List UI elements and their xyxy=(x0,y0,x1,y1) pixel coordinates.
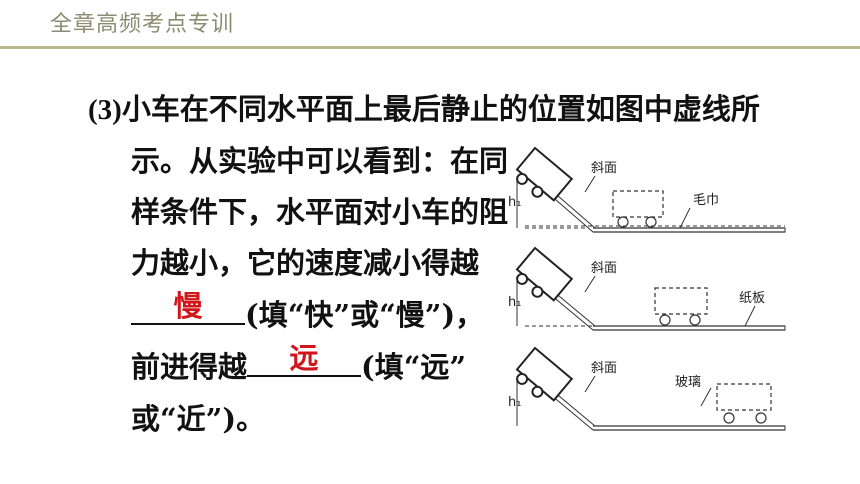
diagram-panel-1: h₁ 斜面 毛巾 xyxy=(508,146,786,233)
height-label-2: h₁ xyxy=(508,295,521,310)
stop-position-3 xyxy=(716,383,772,411)
question-line-7: 或“近”)。 xyxy=(131,402,266,436)
surface-label-3: 玻璃 xyxy=(675,375,701,390)
header-title: 全章高频考点专训 xyxy=(50,12,235,37)
question-text-6b: (填“远” xyxy=(361,350,467,384)
question-line-4: 力越小，它的速度减小得越 xyxy=(131,246,480,280)
stop-position-2 xyxy=(654,287,708,315)
question-text-5: (填“快”或“慢”)， xyxy=(245,298,485,332)
slope-car-3 xyxy=(515,346,574,402)
question-line-3: 样条件下，水平面对小车的阻 xyxy=(131,195,509,229)
diagram-panel-2: h₁ 斜面 纸板 xyxy=(508,225,786,331)
header-divider xyxy=(0,46,860,49)
surface-label-1: 毛巾 xyxy=(693,193,719,208)
height-label-3: h₁ xyxy=(508,395,521,410)
question-line-5: 慢 (填“快”或“慢”)， xyxy=(131,289,485,334)
answer-blank-1: 慢 xyxy=(131,289,245,325)
slope-label-1: 斜面 xyxy=(591,161,617,176)
surface-label-2: 纸板 xyxy=(739,291,765,306)
question-text-1: 小车在不同水平面上最后静止的位置如图中虚线所 xyxy=(121,92,760,126)
question-text-6a: 前进得越 xyxy=(131,350,248,384)
slope-car-2 xyxy=(515,246,574,302)
height-label-1: h₁ xyxy=(508,195,521,210)
question-number: (3) xyxy=(88,94,122,126)
question-line-2: 示。从实验中可以看到：在同 xyxy=(131,144,509,178)
slope-label-2: 斜面 xyxy=(591,261,617,276)
answer-2: 远 xyxy=(289,341,319,375)
slope-label-3: 斜面 xyxy=(591,361,617,376)
stop-position-1 xyxy=(612,190,664,218)
question-line-6: 前进得越 远 (填“远” xyxy=(131,341,467,386)
answer-blank-2: 远 xyxy=(247,341,362,377)
question-line-1: (3)小车在不同水平面上最后静止的位置如图中虚线所 xyxy=(88,86,760,128)
slope-car-1 xyxy=(515,146,574,202)
experiment-diagram: h₁ 斜面 毛巾 h₁ 斜面 纸板 xyxy=(508,146,786,431)
diagram-panel-3: h₁ 斜面 玻璃 xyxy=(508,325,786,431)
answer-1: 慢 xyxy=(173,289,203,323)
